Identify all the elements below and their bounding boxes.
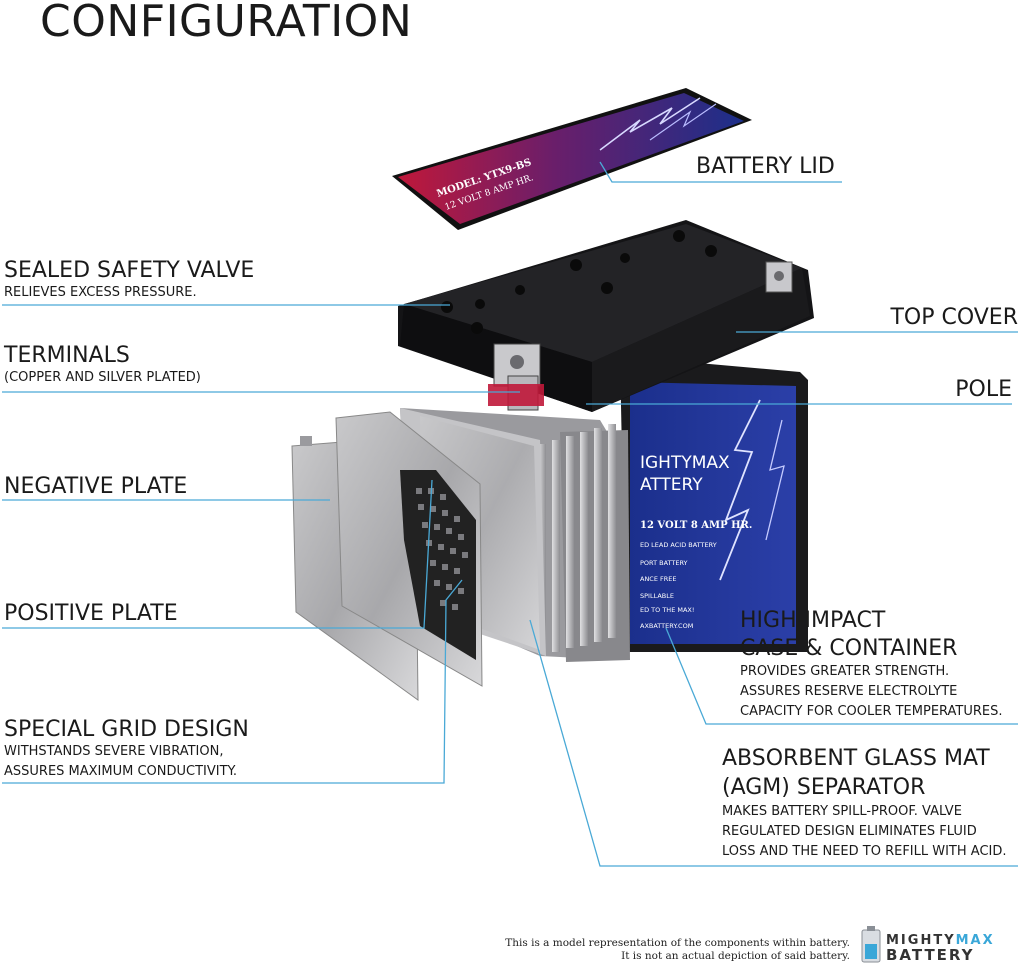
callout-desc: REGULATED DESIGN ELIMINATES FLUID <box>722 824 977 840</box>
terminal-negative <box>765 261 793 293</box>
callout-top-cover-title: TOP COVER <box>890 305 1018 330</box>
leader-lines <box>2 161 1018 867</box>
callout-desc: PROVIDES GREATER STRENGTH. <box>740 664 950 679</box>
callout-desc: (COPPER AND SILVER PLATED) <box>4 370 201 386</box>
leader-high-impact-case <box>665 627 1018 725</box>
logo-text-mighty: MIGHTY <box>886 933 956 948</box>
logo-text-max: MAX <box>955 933 995 948</box>
battery-case: IGHTYMAX ATTERY 12 VOLT 8 AMP HR. ED LEA… <box>620 356 808 652</box>
callout-desc: ASSURES RESERVE ELECTROLYTE <box>740 684 958 700</box>
case-brand-line-2: ATTERY <box>640 475 703 495</box>
callout-desc: RELIEVES EXCESS PRESSURE. <box>4 285 197 301</box>
case-label-line: AXBATTERY.COM <box>640 622 693 630</box>
case-label-line: ANCE FREE <box>640 575 677 583</box>
footnote-line: This is a model representation of the co… <box>505 937 850 949</box>
callout-special-grid-design: SPECIAL GRID DESIGN WITHSTANDS SEVERE VI… <box>4 717 249 783</box>
case-label-line: SPILLABLE <box>640 592 674 600</box>
logo-text-battery: BATTERY <box>886 945 975 964</box>
callout-title: CASE & CONTAINER <box>740 635 958 661</box>
case-label-line: ED TO THE MAX! <box>640 606 694 614</box>
callout-terminals: TERMINALS (COPPER AND SILVER PLATED) <box>4 343 201 388</box>
callout-sealed-safety-valve: SEALED SAFETY VALVE RELIEVES EXCESS PRES… <box>4 258 254 303</box>
callout-high-impact-case: HIGH-IMPACT CASE & CONTAINER PROVIDES GR… <box>740 607 1003 722</box>
case-spec-text: 12 VOLT 8 AMP HR. <box>640 520 752 531</box>
case-brand-line-1: IGHTYMAX <box>640 453 730 473</box>
callout-title: SEALED SAFETY VALVE <box>4 258 255 283</box>
leader-agm-separator <box>529 619 1018 867</box>
callout-desc: CAPACITY FOR COOLER TEMPERATURES. <box>740 704 1003 720</box>
page-title: CONFIGURATION <box>40 0 413 47</box>
case-label-line: PORT BATTERY <box>640 559 688 567</box>
callout-title: ABSORBENT GLASS MAT <box>722 746 990 771</box>
callout-desc: WITHSTANDS SEVERE VIBRATION, <box>4 744 224 760</box>
callout-title: TERMINALS <box>4 343 130 368</box>
callout-agm-separator: ABSORBENT GLASS MAT (AGM) SEPARATOR MAKE… <box>722 745 1007 863</box>
callout-title: SPECIAL GRID DESIGN <box>4 717 249 742</box>
brand-logo: MIGHTYMAX BATTERY <box>886 934 995 963</box>
special-grid <box>400 470 476 660</box>
footnote: This is a model representation of the co… <box>440 937 850 963</box>
footnote-line: It is not an actual depiction of said ba… <box>621 950 850 963</box>
terminal-positive <box>488 343 544 411</box>
leader-special-grid-design <box>2 579 463 784</box>
leader-battery-lid <box>599 161 842 183</box>
battery-lid: MODEL: YTX9-BS 12 VOLT 8 AMP HR. <box>392 88 752 230</box>
case-label-line: ED LEAD ACID BATTERY <box>640 541 717 549</box>
callout-title: HIGH-IMPACT <box>740 608 886 633</box>
battery-logo-icon <box>861 926 881 963</box>
leader-positive-plate <box>2 479 433 629</box>
callout-negative-plate-title: NEGATIVE PLATE <box>4 474 188 499</box>
callout-pole-title: POLE <box>955 377 1012 402</box>
callout-desc: LOSS AND THE NEED TO REFILL WITH ACID. <box>722 844 1007 860</box>
callout-desc: ASSURES MAXIMUM CONDUCTIVITY. <box>4 764 237 780</box>
callout-positive-plate-title: POSITIVE PLATE <box>4 601 178 626</box>
callout-battery-lid-title: BATTERY LID <box>696 154 835 179</box>
callout-title: (AGM) SEPARATOR <box>722 774 926 800</box>
callout-desc: MAKES BATTERY SPILL-PROOF. VALVE <box>722 804 962 820</box>
